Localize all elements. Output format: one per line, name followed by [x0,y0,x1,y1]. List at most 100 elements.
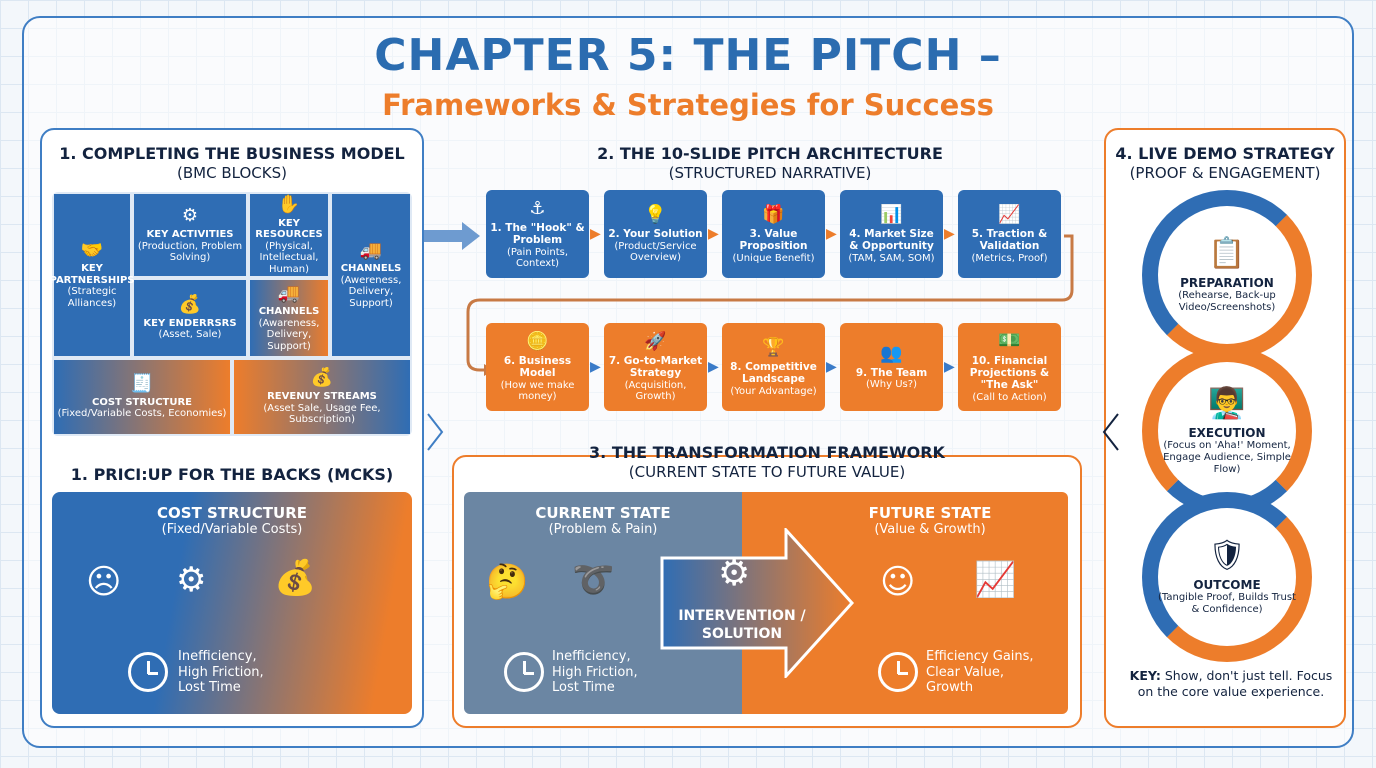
bmc-channels-mid-desc: (Awareness, Delivery, Support) [258,317,320,352]
bmc-enablers-title: KEY ENDERRSRS [143,317,237,329]
clipboard-icon: 📋 [1208,235,1246,271]
current-state-title: CURRENT STATE [535,504,671,522]
cost-card-heading: COST STRUCTURE [157,504,307,522]
arrow-icon: ▶ [826,359,837,375]
pitch-step-1-desc: (Pain Points, Context) [506,246,569,270]
future-state-title: FUTURE STATE [868,504,992,522]
money-hand-icon: ✋ [277,193,301,215]
pricing-title: 1. PRICI:UP FOR THE BACKS (MCKS) [70,465,394,484]
current-state-sub: (Problem & Pain) [548,522,658,537]
arrow-icon: ▶ [708,226,719,242]
live-demo-title: 4. LIVE DEMO STRATEGY [1115,144,1335,163]
pitch-step-9-title: 9. The Team [855,367,928,380]
pitch-step-3: 🎁 3. Value Proposition (Unique Benefit) [722,190,825,278]
bmc-enablers-desc: (Asset, Sale) [158,329,222,341]
presenter-icon: 👨‍🏫 [1208,385,1246,421]
pitch-architecture-subtitle: (STRUCTURED NARRATIVE) [668,164,872,182]
arrow-icon: ▶ [708,359,719,375]
demo-key-text: Show, don't just tell. Focus on the core… [1137,668,1333,699]
pitch-step-5-desc: (Metrics, Proof) [971,252,1048,264]
demo-preparation-title: PREPARATION [1180,275,1274,290]
truck-icon: 🚚 [359,239,383,261]
live-demo-subtitle: (PROOF & ENGAGEMENT) [1129,164,1321,182]
pitch-step-8-title: 8. Competitive Landscape [730,360,817,386]
bmc-activities-title: KEY ACTIVITIES [146,229,234,241]
pitch-step-1-title: 1. The "Hook" & Problem [490,221,585,247]
bmc-resources-desc: (Physical, Intellectual, Human) [259,240,319,275]
bmc-cost-structure: 🧾 COST STRUCTURE (Fixed/Variable Costs, … [54,360,230,434]
pitch-step-6-desc: (How we make money) [500,379,575,403]
pitch-architecture-title: 2. THE 10-SLIDE PITCH ARCHITECTURE [597,144,943,163]
pitch-step-6-title: 6. Business Model [503,354,572,380]
demo-outcome-desc: (Tangible Proof, Builds Trust & Confiden… [1158,592,1296,616]
bmc-channels-desc: (Awereness, Delivery, Support) [340,274,402,309]
pitch-step-8: 🏆 8. Competitive Landscape (Your Advanta… [722,323,825,411]
bmc-activities-desc: (Production, Problem Solving) [137,240,243,264]
arrow-icon: ▶ [826,226,837,242]
bmc-key-partnerships: 🤝 KEY PARTNERSHIPS (Strategic Alliances) [50,194,134,356]
bmc-channels-mid: 🚚 CHANNELS (Awareness, Delivery, Support… [250,280,328,356]
bmc-key-activities: ⚙ KEY ACTIVITIES (Production, Problem So… [134,194,246,276]
bmc-revenue-streams: 💰 REVENUY STREAMS (Asset Sale, Usage Fee… [234,360,410,434]
trophy-icon: 🏆 [762,336,785,358]
current-state-text: Inefficiency, High Friction, Lost Time [552,649,638,696]
bar-chart-icon: 📊 [880,203,903,225]
cost-card-text: Inefficiency, High Friction, Lost Time [178,649,264,696]
pitch-step-10-desc: (Call to Action) [972,391,1047,403]
pitch-step-2-desc: (Product/Service Overview) [614,240,697,264]
tangle-icon: ➰ [572,560,615,600]
happy-person-icon: ☺ [880,562,916,602]
bmc-channels-title: CHANNELS [340,263,402,275]
demo-execution-title: EXECUTION [1188,425,1266,440]
pitch-step-4-title: 4. Market Size & Opportunity [849,227,934,253]
demo-key-label: KEY: [1129,668,1161,683]
pitch-step-7-title: 7. Go-to-Market Strategy [608,354,703,380]
business-model-title: 1. COMPLETING THE BUSINESS MODEL [59,144,405,163]
demo-stage-preparation: 📋 PREPARATION (Rehearse, Back-up Video/S… [1142,190,1312,360]
demo-execution-desc: (Focus on 'Aha!' Moment, Engage Audience… [1163,440,1291,476]
bmc-partners-desc: (Strategic Alliances) [67,286,117,309]
pitch-step-5-title: 5. Traction & Validation [971,227,1048,253]
pitch-step-4-desc: (TAM, SAM, SOM) [848,252,935,264]
chevron-left-icon [1102,413,1119,451]
trend-up-icon: 📈 [998,203,1021,225]
gears-icon: ⚙ [176,560,207,600]
bmc-grid: 🤝 KEY PARTNERSHIPS (Strategic Alliances)… [50,192,412,436]
gears-icon: ⚙ [181,205,199,227]
demo-stage-execution: 👨‍🏫 EXECUTION (Focus on 'Aha!' Moment, E… [1142,346,1312,516]
pitch-step-9-desc: (Why Us?) [866,379,917,391]
clock-icon [878,652,918,692]
clock-icon [128,652,168,692]
arrow-icon: ▶ [590,226,601,242]
cost-structure-card: COST STRUCTURE (Fixed/Variable Costs) ☹ … [52,492,412,714]
future-state-sub: (Value & Growth) [874,522,986,537]
arrow-icon: ▶ [944,226,955,242]
pitch-step-6: 🪙 6. Business Model (How we make money) [486,323,589,411]
receipt-icon: 🧾 [130,373,154,395]
business-model-subtitle: (BMC BLOCKS) [177,164,287,182]
bmc-revenue-title: REVENUY STREAMS [267,391,377,403]
transformation-subtitle: (CURRENT STATE TO FUTURE VALUE) [628,463,906,481]
pitch-step-9: 👥 9. The Team (Why Us?) [840,323,943,411]
pitch-step-5: 📈 5. Traction & Validation (Metrics, Pro… [958,190,1061,278]
rocket-icon: 🚀 [644,330,667,352]
page-subtitle: Frameworks & Strategies for Success [382,88,994,122]
arrow-icon: ▶ [944,359,955,375]
current-state-card: CURRENT STATE (Problem & Pain) 🤔 ➰ Ineff… [464,492,742,714]
confused-person-icon: 🤔 [486,562,529,602]
flow-arrow-icon [424,222,480,250]
demo-preparation-desc: (Rehearse, Back-up Video/Screenshots) [1178,290,1276,314]
handshake-icon: 🤝 [80,239,104,261]
money-hand-icon: 💵 [998,330,1021,352]
money-bag-icon: 💰 [274,558,317,598]
pitch-step-3-title: 3. Value Proposition [739,227,808,253]
demo-outcome-title: OUTCOME [1193,577,1261,592]
page-title: CHAPTER 5: THE PITCH – [374,30,1002,81]
bmc-key-resources: ✋ KEY RESOURCES (Physical, Intellectual,… [250,194,328,276]
bar-chart-icon: 📈 [974,560,1017,600]
pitch-step-3-desc: (Unique Benefit) [732,252,815,264]
money-bag-icon: 💰 [310,367,334,389]
pitch-step-1: ⚓ 1. The "Hook" & Problem (Pain Points, … [486,190,589,278]
sad-person-icon: ☹ [86,562,122,602]
pitch-step-10: 💵 10. Financial Projections & "The Ask" … [958,323,1061,411]
